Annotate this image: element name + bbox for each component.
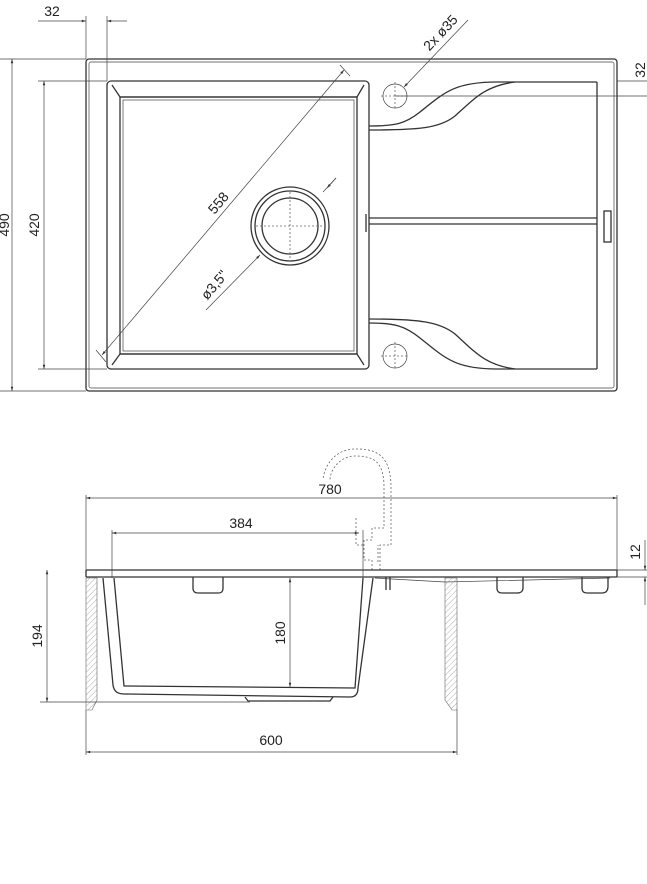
dim-420: 420 [26,213,42,237]
cabinet-wall-right [444,577,458,711]
drain [250,186,330,266]
cabinet-wall-left [85,577,98,711]
dim-drain: ø3,5" [197,267,230,303]
drainer [365,81,612,370]
dim-558: 558 [205,189,232,217]
dim-194: 194 [29,624,45,648]
dim-180: 180 [272,621,288,645]
bowl [106,80,370,370]
side-view: 780 384 180 194 600 12 [29,448,647,755]
dim-32-right: 32 [632,62,647,78]
dim-384: 384 [229,515,253,531]
bowl-section [102,577,374,702]
mounting-clips [192,577,609,594]
dim-780: 780 [318,481,342,497]
faucet [322,448,392,570]
countertop-rim [85,569,618,578]
sink-outline [85,58,618,392]
dim-tap-holes: 2x ø35 [420,11,461,53]
dim-490: 490 [0,213,12,237]
dim-600: 600 [259,732,283,748]
dim-12: 12 [627,544,643,560]
dim-32-left: 32 [44,3,60,19]
top-view: 490 420 32 32 558 ø3,5" 2x ø35 [0,3,647,392]
